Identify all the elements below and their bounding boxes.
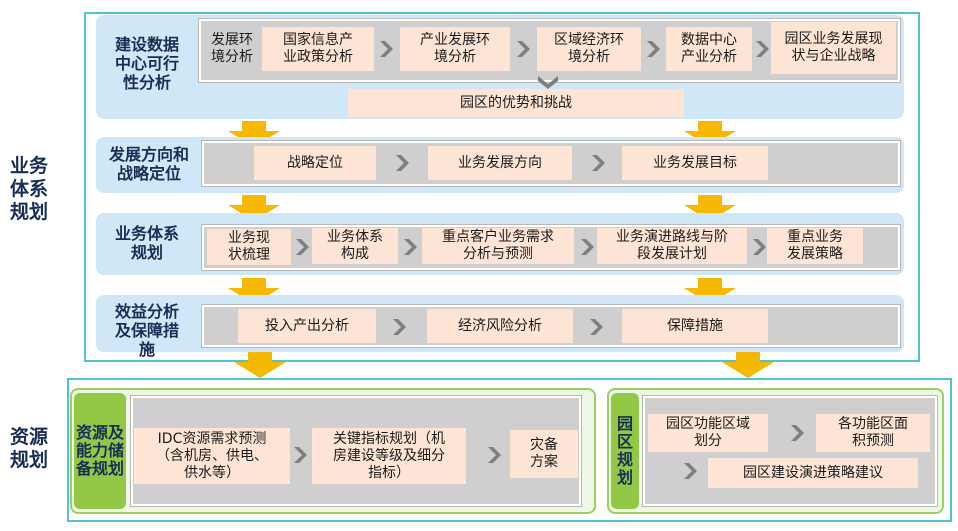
resource-left-item-1: IDC资源需求预测 （含机房、供电、 供水等） bbox=[134, 428, 290, 484]
side-label-business: 业务 体系 规划 bbox=[10, 155, 49, 223]
chevron-right-icon bbox=[380, 41, 393, 57]
row1-item-6: 园区业务发展现 状与企业战略 bbox=[771, 22, 896, 74]
chevron-right-icon bbox=[592, 155, 605, 171]
down-arrow-icon bbox=[684, 195, 736, 221]
chevron-right-icon bbox=[647, 41, 660, 57]
row4-item-2: 经济风险分析 bbox=[427, 309, 573, 343]
chevron-right-icon bbox=[393, 319, 406, 335]
row3-item-4: 业务演进路线与阶 段发展计划 bbox=[597, 228, 747, 264]
chevron-right-icon bbox=[517, 41, 530, 57]
chevron-right-icon bbox=[753, 239, 766, 255]
resource-left-item-2: 关键指标规划（机 房建设等级及细分 指标） bbox=[312, 428, 466, 484]
down-arrow-icon bbox=[228, 121, 280, 147]
down-arrow-icon bbox=[234, 352, 286, 378]
row1-summary: 园区的优势和挑战 bbox=[348, 89, 684, 117]
chevron-right-icon bbox=[581, 239, 594, 255]
row3-item-3: 重点客户业务需求 分析与预测 bbox=[422, 228, 574, 264]
row4-item-1: 投入产出分析 bbox=[238, 309, 376, 343]
chevron-right-icon bbox=[791, 425, 804, 441]
row1-label: 建设数据 中心可行 性分析 bbox=[114, 34, 179, 92]
row2-item-1: 战略定位 bbox=[254, 146, 376, 180]
resource-right-item-2: 各功能区面 积预测 bbox=[816, 414, 930, 452]
resource-right-item-3: 园区建设演进策略建议 bbox=[708, 458, 918, 488]
row1-item-5: 数据中心 产业分析 bbox=[666, 27, 752, 71]
down-arrow-icon bbox=[684, 121, 736, 147]
resource-frame bbox=[67, 378, 952, 522]
down-arrow-icon bbox=[722, 352, 774, 378]
chevron-right-icon bbox=[756, 41, 769, 57]
row4-item-3: 保障措施 bbox=[622, 309, 768, 343]
row2-item-2: 业务发展方向 bbox=[428, 146, 572, 180]
row2-label: 发展方向和 战略定位 bbox=[108, 145, 189, 183]
resource-right-label: 园 区 规 划 bbox=[611, 393, 639, 509]
row1-item-2: 国家信息产 业政策分析 bbox=[262, 27, 374, 71]
row3-item-2: 业务体系 构成 bbox=[312, 228, 398, 264]
chevron-right-icon bbox=[590, 319, 603, 335]
row3-item-1: 业务现 状梳理 bbox=[207, 229, 291, 265]
chevron-down-icon bbox=[538, 76, 558, 89]
down-arrow-icon bbox=[684, 278, 736, 304]
side-label-resource: 资源 规划 bbox=[10, 426, 49, 471]
down-arrow-icon bbox=[228, 195, 280, 221]
row2-item-3: 业务发展目标 bbox=[622, 146, 768, 180]
chevron-right-icon bbox=[396, 155, 409, 171]
row1-item-4: 区域经济环 境分析 bbox=[537, 27, 641, 71]
business-frame bbox=[84, 12, 920, 362]
row3-item-5: 重点业务 发展策略 bbox=[767, 228, 863, 264]
chevron-right-icon bbox=[296, 239, 309, 255]
resource-left-item-3: 灾备 方案 bbox=[510, 430, 578, 478]
resource-right-item-1: 园区功能区域 划分 bbox=[648, 414, 768, 452]
chevron-right-icon bbox=[294, 447, 307, 463]
row1-item-1: 发展环 境分析 bbox=[211, 32, 253, 65]
resource-left-label: 资源及 能力储 备规划 bbox=[74, 393, 126, 509]
row1-item-3: 产业发展环 境分析 bbox=[400, 27, 510, 71]
chevron-right-icon bbox=[404, 239, 417, 255]
chevron-right-icon bbox=[684, 463, 697, 479]
down-arrow-icon bbox=[228, 278, 280, 304]
chevron-right-icon bbox=[488, 447, 501, 463]
row4-label: 效益分析 及保障措 施 bbox=[114, 301, 179, 359]
row3-label: 业务体系 规划 bbox=[114, 224, 179, 262]
